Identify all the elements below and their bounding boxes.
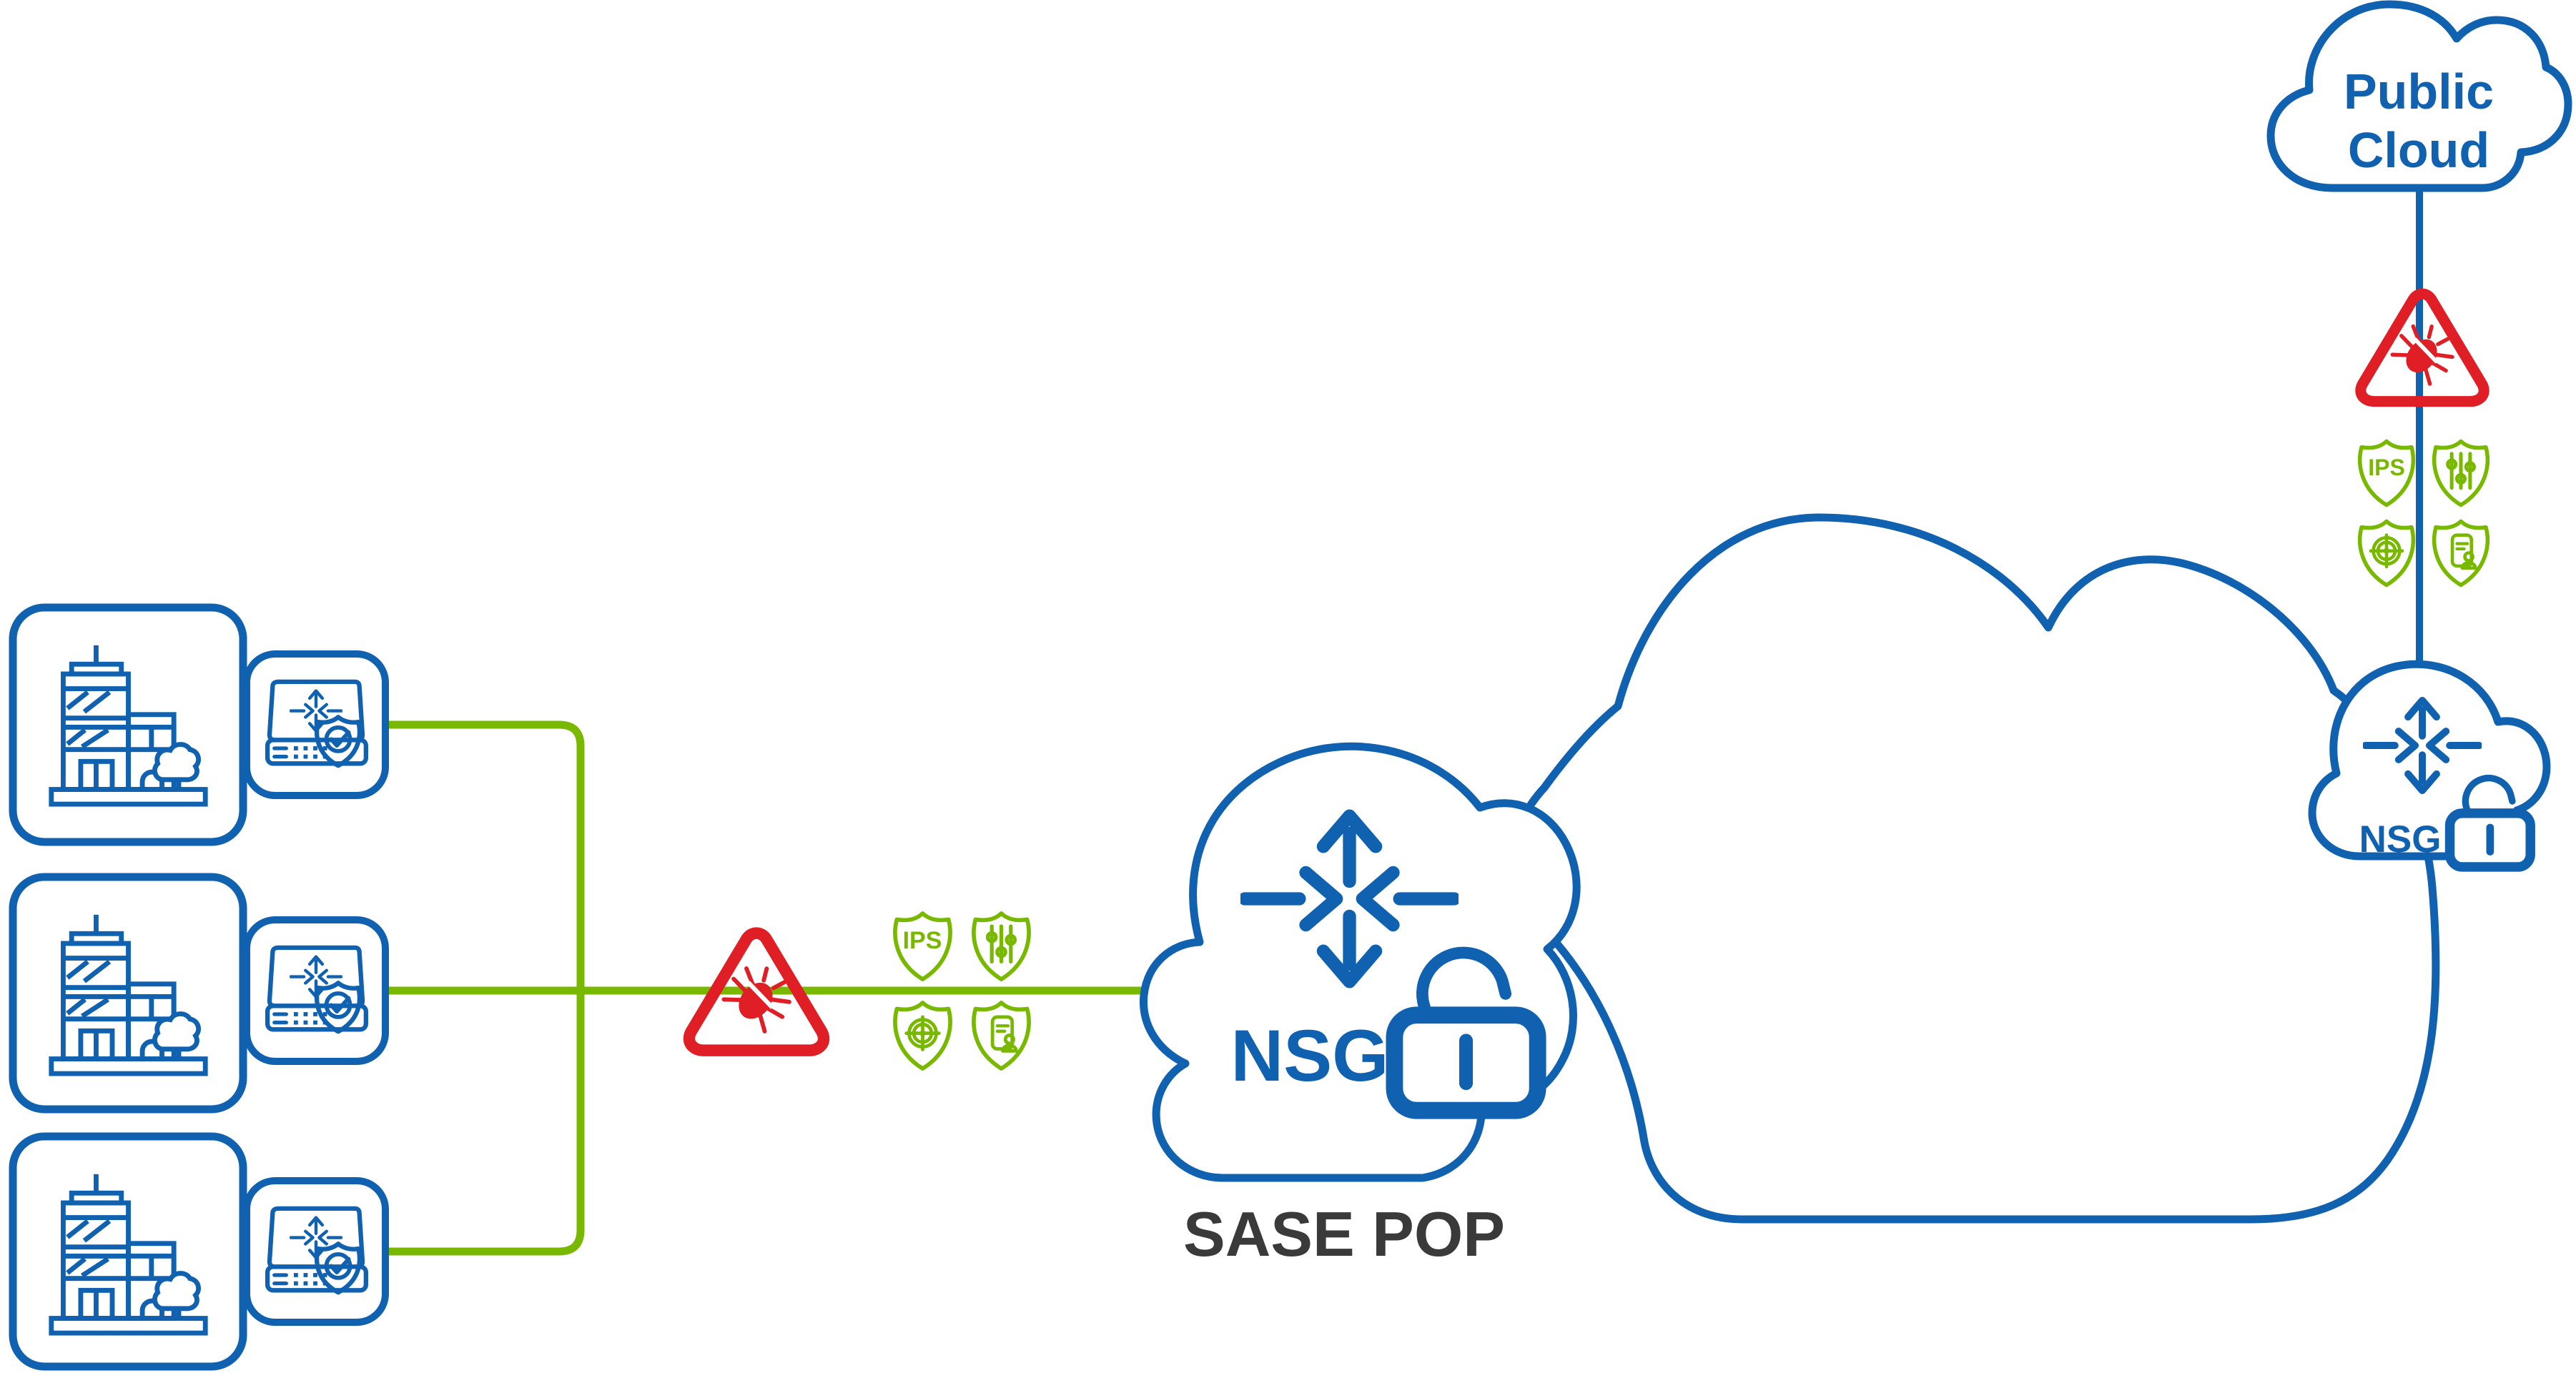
- traffic-control-shield-icon: [974, 913, 1029, 979]
- bug-threat-icon: [689, 933, 824, 1051]
- public-cloud-node: Public Cloud: [2266, 0, 2572, 192]
- branch-site-2: [9, 873, 389, 1114]
- public-cloud: [2266, 0, 2572, 192]
- site1-link: [384, 720, 585, 991]
- ips-shield-label: IPS: [2368, 455, 2405, 480]
- remote-nsg-cloud: [2308, 660, 2551, 861]
- threat-detection-shield-icon: [895, 1003, 950, 1069]
- public-cloud-label-line1: Public: [2344, 64, 2494, 119]
- identity-policy-shield-icon: [974, 1003, 1029, 1069]
- sase-pop-caption: SASE POP: [1183, 1199, 1505, 1269]
- ips-shield-label: IPS: [903, 927, 942, 954]
- traffic-control-shield-icon: [2434, 441, 2488, 505]
- security-shields-wan: IPS: [895, 913, 1029, 1069]
- public-cloud-label-line2: Cloud: [2348, 122, 2489, 178]
- sase-pop-node: NSG: [1140, 742, 1581, 1182]
- internet-cloud: [1509, 513, 2440, 1224]
- identity-policy-shield-icon: [2434, 521, 2488, 585]
- security-shields-cloud: IPS: [2360, 441, 2488, 585]
- site3-link: [384, 991, 585, 1256]
- branch-site-1: [9, 603, 389, 846]
- branch-site-3: [9, 1132, 389, 1371]
- threat-detection-shield-icon: [2360, 521, 2414, 585]
- sase-nsg-label: NSG: [1230, 1015, 1388, 1096]
- remote-nsg-label: NSG: [2359, 818, 2442, 861]
- remote-nsg-node: NSG: [2308, 660, 2551, 867]
